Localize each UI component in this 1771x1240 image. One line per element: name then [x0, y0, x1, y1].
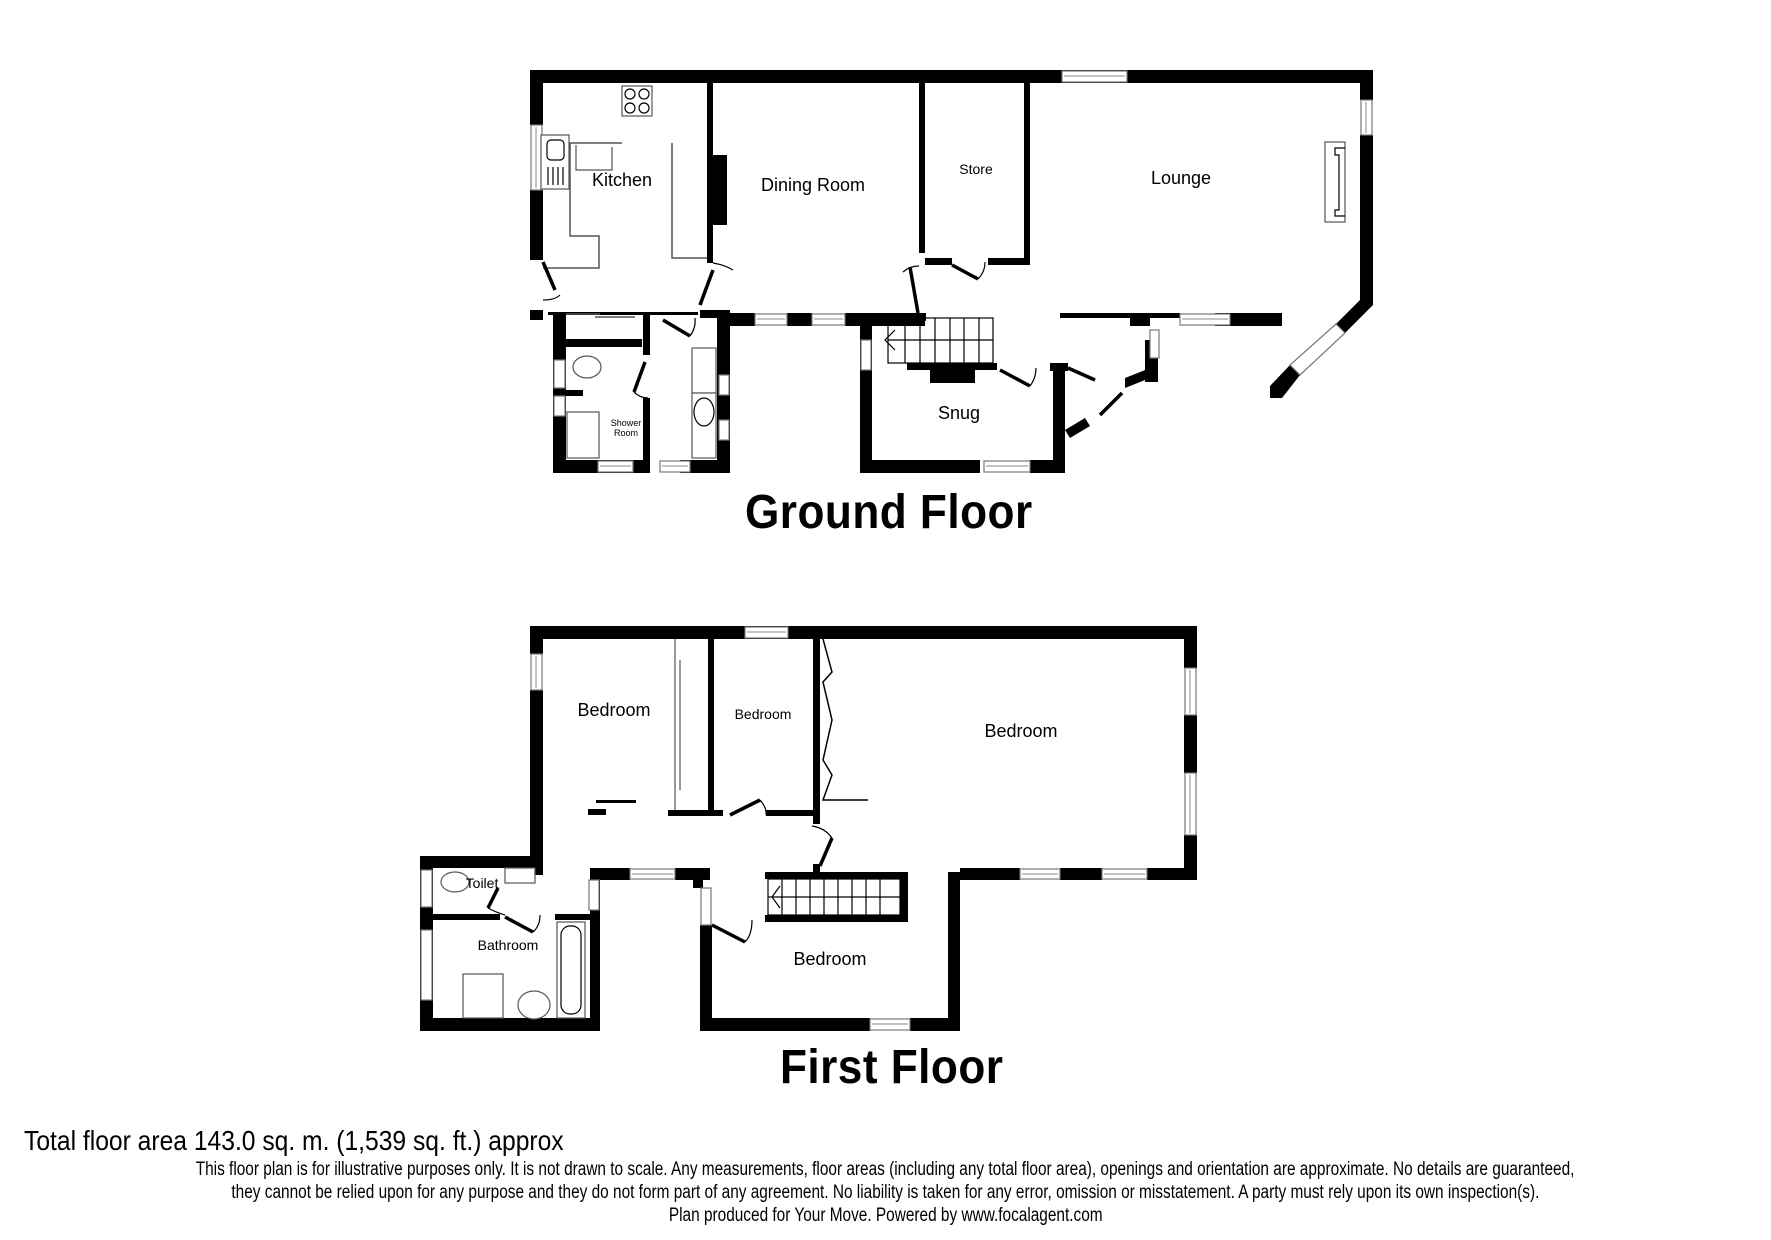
first-floor-plan: Bedroom Bedroom Bedroom Toilet Bathroom …	[420, 626, 1197, 1031]
door	[486, 798, 834, 944]
first-floor-title: First Floor	[780, 1041, 1004, 1094]
staircase	[884, 317, 994, 364]
room-label-store: Store	[959, 161, 993, 177]
disclaimer-line-1: This floor plan is for illustrative purp…	[196, 1159, 1575, 1180]
toilet-icon	[440, 871, 470, 893]
room-label-bedroom-4: Bedroom	[793, 949, 866, 969]
fireplace-icon	[1324, 141, 1346, 223]
room-label-bedroom-1: Bedroom	[577, 700, 650, 720]
hob-icon	[621, 85, 653, 117]
room-label-bedroom-2: Bedroom	[735, 706, 792, 722]
door	[541, 261, 1124, 417]
sink-icon	[540, 134, 570, 190]
disclaimer-line-3: Plan produced for Your Move. Powered by …	[668, 1205, 1103, 1226]
room-label-shower-room-line2: Room	[614, 428, 638, 438]
ground-floor-plan: Kitchen Dining Room Store Lounge Shower …	[530, 70, 1373, 473]
window	[420, 626, 1197, 1031]
staircase	[767, 878, 901, 916]
room-label-snug: Snug	[938, 403, 980, 423]
window	[530, 70, 1373, 473]
ground-floor-title: Ground Floor	[745, 486, 1033, 539]
room-label-toilet: Toilet	[466, 875, 499, 891]
shower-tray-icon	[566, 411, 600, 459]
room-label-shower-room-line1: Shower	[611, 418, 642, 428]
room-label-dining-room: Dining Room	[761, 175, 865, 195]
disclaimer-line-2: they cannot be relied upon for any purpo…	[231, 1182, 1540, 1203]
room-label-lounge: Lounge	[1151, 168, 1211, 188]
shower-tray-icon	[462, 973, 504, 1019]
room-label-kitchen: Kitchen	[592, 170, 652, 190]
toilet-icon	[572, 355, 602, 379]
basin-icon	[517, 990, 551, 1020]
kitchen-counter	[575, 145, 613, 171]
total-floor-area: Total floor area 143.0 sq. m. (1,539 sq.…	[24, 1125, 564, 1156]
room-label-bedroom-3: Bedroom	[984, 721, 1057, 741]
room-label-bathroom: Bathroom	[478, 937, 539, 953]
bath-icon	[556, 921, 586, 1019]
disclaimer: This floor plan is for illustrative purp…	[0, 1158, 1771, 1227]
